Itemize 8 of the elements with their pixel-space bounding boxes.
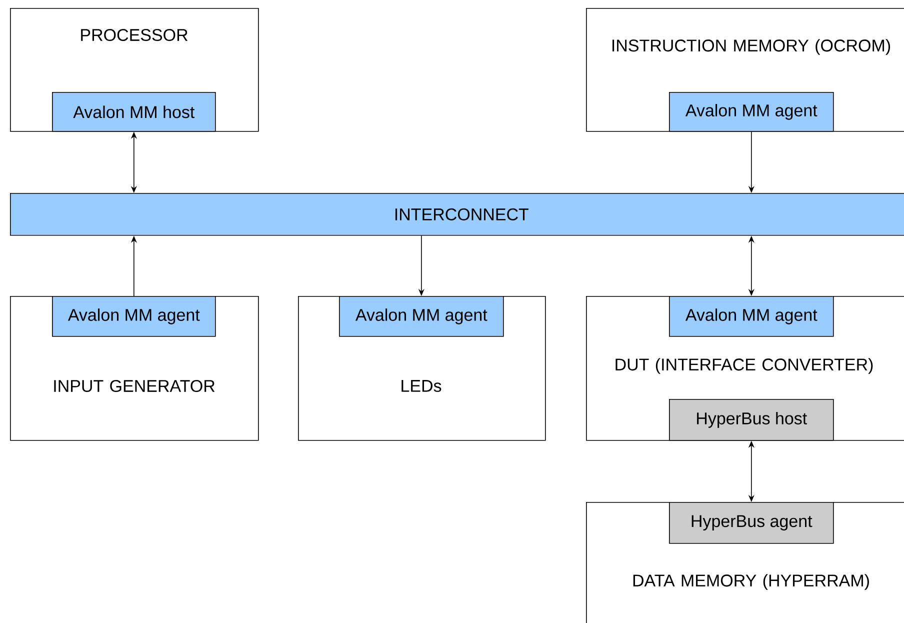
interface-box: Avalon MM agent	[669, 296, 834, 337]
interface-box: HyperBus agent	[669, 502, 834, 544]
interface-box: Avalon MM agent	[52, 296, 216, 337]
interface-box: HyperBus host	[669, 399, 834, 441]
interface-box: Avalon MM agent	[339, 296, 504, 337]
interface-box: Avalon MM agent	[669, 92, 834, 132]
interface-box: Avalon MM host	[52, 92, 216, 132]
interconnect-bar: INTERCONNECT	[10, 193, 904, 236]
